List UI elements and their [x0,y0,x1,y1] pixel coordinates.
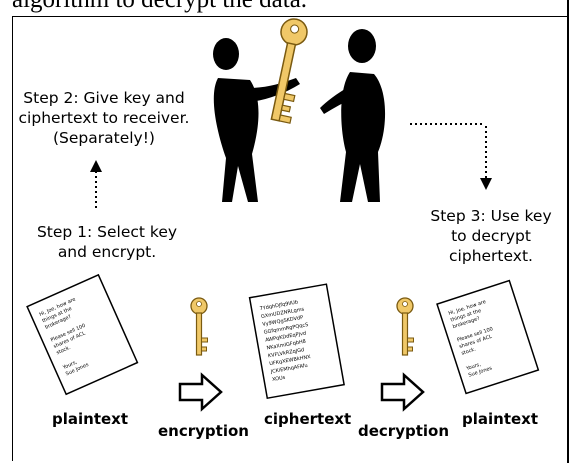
step1-line1: Step 1: Select key [36,223,178,241]
document-icon [26,273,139,396]
step2-line1: Step 2: Give key and [23,89,185,107]
svg-text:stock.: stock. [461,346,477,356]
svg-text:Yours,: Yours, [465,362,482,373]
arrow-right-icon [178,372,223,412]
step1-text: Step 1: Select key and encrypt. [22,222,192,262]
step2-line3: (Separately!) [53,129,155,147]
encryption-key-icon [190,297,208,356]
svg-text:XOUs: XOUs [272,375,287,383]
arrow-right-icon [380,372,425,412]
document-icon [248,283,345,400]
document-icon [436,279,540,395]
people-handing-key-illustration [213,18,386,202]
plaintext-label-left: plaintext [52,410,129,428]
plaintext-document-right: Hi, Joe, how are things at the brokerage… [436,279,540,395]
ciphertext-document: 7YdqhDJfq9IIUb GXmUDZNRLgms Vy9WQgSKDVdP… [248,283,345,400]
step3-line3: ciphertext. [449,247,533,265]
step3-line2: to decrypt [451,227,531,245]
plaintext-label-right: plaintext [462,410,539,428]
key-icon [270,18,308,124]
step1-line2: and encrypt. [57,243,157,261]
decryption-label: decryption [358,422,450,440]
page-caption: algorithm to decrypt the data. [12,0,307,14]
svg-text:stock.: stock. [56,345,72,357]
people-to-step3-arrow [410,123,492,190]
person-left-figure [213,38,300,202]
encryption-label: encryption [158,422,249,440]
step1-to-step2-arrow [90,160,102,208]
decryption-key-icon [396,297,414,356]
frame-right-edge [567,0,569,463]
ciphertext-label: ciphertext [264,410,352,428]
step3-line1: Step 3: Use key [430,207,552,225]
step2-text: Step 2: Give key and ciphertext to recei… [10,88,198,148]
step3-text: Step 3: Use key to decrypt ciphertext. [426,206,556,266]
plaintext-document-left: Hi, Joe, how are things at the brokerage… [26,273,139,396]
person-right-figure [320,29,386,202]
step2-line2: ciphertext to receiver. [18,109,190,127]
